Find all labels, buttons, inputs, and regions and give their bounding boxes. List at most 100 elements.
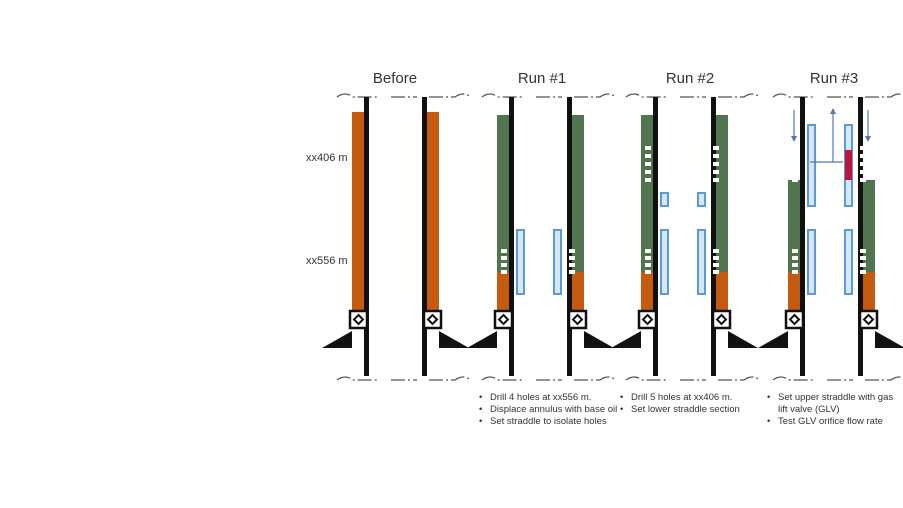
- straddle-stub-right-run2: [697, 192, 706, 207]
- note-run2-2: Set lower straddle section: [620, 404, 771, 416]
- fill-right-oil-run3: [863, 272, 875, 312]
- shoe-left-run1: [467, 331, 497, 348]
- column-title-run2: Run #2: [665, 70, 715, 87]
- straddle-upper-left-run3: [807, 124, 816, 207]
- holes-upper-right-run3-4: [860, 178, 866, 182]
- holes-upper-right-run2-4: [713, 178, 719, 182]
- holes-lower-right-run3-0: [860, 249, 866, 253]
- fill-right-green-run2: [716, 115, 728, 272]
- holes-upper-right-run3-3: [860, 170, 866, 174]
- holes-lower-left-run2-1: [645, 256, 651, 260]
- holes-lower-left-run2-2: [645, 263, 651, 267]
- shoe-right-before: [439, 331, 469, 348]
- holes-upper-right-run3-2: [860, 162, 866, 166]
- packer-right-run1-diamond: [571, 313, 584, 326]
- fill-right-before: [427, 112, 439, 312]
- holes-lower-left-run3-3: [792, 270, 798, 274]
- note-run1-1: Drill 4 holes at xx556 m.: [479, 392, 620, 404]
- notes-run2: Drill 5 holes at xx406 m. Set lower stra…: [619, 392, 771, 416]
- break-bottom-run1: [481, 376, 617, 381]
- break-bottom-run3: [772, 376, 903, 381]
- holes-lower-left-run3-2: [792, 263, 798, 267]
- holes-upper-left-run2-2: [645, 162, 651, 166]
- holes-lower-left-run3-1: [792, 256, 798, 260]
- break-bottom-run2: [625, 376, 761, 381]
- pipe-right-run2-wall: [711, 97, 716, 376]
- note-run2-1: Drill 5 holes at xx406 m.: [620, 392, 771, 404]
- column-title-run1: Run #1: [517, 70, 567, 87]
- holes-upper-left-run3-4: [792, 178, 798, 182]
- break-bottom-before: [336, 376, 472, 381]
- break-top-run3: [772, 93, 903, 98]
- holes-lower-right-run3-2: [860, 263, 866, 267]
- packer-left-before-diamond: [352, 313, 365, 326]
- holes-lower-left-run1-2: [501, 263, 507, 267]
- holes-lower-right-run2-1: [713, 256, 719, 260]
- holes-lower-left-run2-0: [645, 249, 651, 253]
- packer-left-run3-diamond: [788, 313, 801, 326]
- straddle-stub-left-run2: [660, 192, 669, 207]
- shoe-left-before: [322, 331, 352, 348]
- break-top-run2: [625, 93, 761, 98]
- packer-left-run1-diamond: [497, 313, 510, 326]
- shoe-left-run2: [611, 331, 641, 348]
- holes-upper-left-run2-4: [645, 178, 651, 182]
- fill-left-before: [352, 112, 364, 312]
- depth-label-lower: xx556 m: [306, 255, 348, 267]
- column-title-before: Before: [372, 70, 418, 87]
- holes-lower-left-run3-0: [792, 249, 798, 253]
- flow-arrowhead-right: [865, 136, 871, 142]
- straddle-lower-left-run1: [516, 229, 525, 295]
- flow-arrowhead-center: [830, 108, 836, 114]
- holes-lower-left-run1-1: [501, 256, 507, 260]
- holes-lower-right-run2-2: [713, 263, 719, 267]
- pipe-left-before-wall: [364, 97, 369, 376]
- holes-upper-right-run2-1: [713, 154, 719, 158]
- shoe-right-run2: [728, 331, 758, 348]
- pipe-left-run2-wall: [653, 97, 658, 376]
- break-top-before: [336, 93, 472, 98]
- note-run1-3: Set straddle to isolate holes: [479, 416, 620, 428]
- fill-left-green-run1: [497, 115, 509, 272]
- pipe-left-run3-wall: [800, 97, 805, 376]
- holes-lower-right-run2-3: [713, 270, 719, 274]
- holes-lower-left-run2-3: [645, 270, 651, 274]
- notes-run1: Drill 4 holes at xx556 m. Displace annul…: [478, 392, 620, 428]
- column-title-run3: Run #3: [809, 70, 859, 87]
- holes-upper-left-run3-2: [792, 162, 798, 166]
- note-run3-2: Test GLV orifice flow rate: [767, 416, 898, 428]
- fill-left-oil-run1: [497, 272, 509, 312]
- straddle-lower-right-run3: [844, 229, 853, 295]
- holes-upper-left-run2-1: [645, 154, 651, 158]
- holes-upper-left-run2-0: [645, 146, 651, 150]
- holes-lower-left-run1-0: [501, 249, 507, 253]
- pipe-right-run1-wall: [567, 97, 572, 376]
- holes-upper-right-run2-3: [713, 170, 719, 174]
- straddle-lower-right-run1: [553, 229, 562, 295]
- straddle-lower-right-run2: [697, 229, 706, 295]
- pipe-right-before-wall: [422, 97, 427, 376]
- shoe-left-run3: [758, 331, 788, 348]
- holes-upper-left-run3-3: [792, 170, 798, 174]
- holes-lower-right-run2-0: [713, 249, 719, 253]
- holes-lower-left-run1-3: [501, 270, 507, 274]
- holes-upper-left-run3-0: [792, 146, 798, 150]
- packer-left-run2-diamond: [641, 313, 654, 326]
- holes-upper-right-run2-2: [713, 162, 719, 166]
- break-top-run1: [481, 93, 617, 98]
- packer-right-run2-diamond: [715, 313, 728, 326]
- straddle-lower-left-run3: [807, 229, 816, 295]
- fill-right-green-run1: [572, 115, 584, 272]
- note-run1-2: Displace annulus with base oil: [479, 404, 620, 416]
- holes-upper-left-run2-3: [645, 170, 651, 174]
- holes-lower-right-run3-1: [860, 256, 866, 260]
- glv-valve: [845, 150, 852, 180]
- holes-upper-right-run3-1: [860, 154, 866, 158]
- holes-lower-right-run1-3: [569, 270, 575, 274]
- packer-right-before-diamond: [426, 313, 439, 326]
- holes-upper-left-run3-1: [792, 154, 798, 158]
- fill-left-oil-run2: [641, 272, 653, 312]
- flow-arrowhead-left: [791, 136, 797, 142]
- packer-right-run3-diamond: [862, 313, 875, 326]
